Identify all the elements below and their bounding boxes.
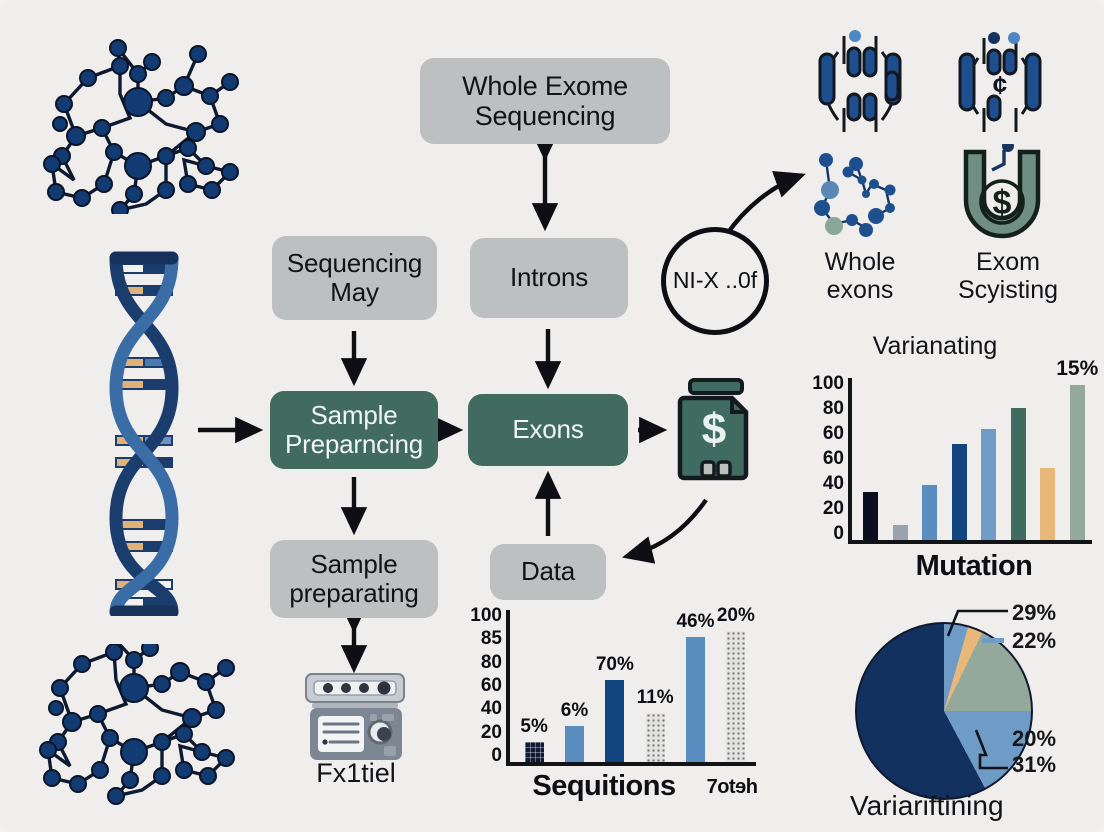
variariftining-pie-chart: [855, 622, 1033, 800]
sequitions-bar: [645, 713, 665, 762]
sequitions-chart-xlabel: Sequitions: [532, 770, 676, 802]
sequitions-bar: [605, 679, 625, 762]
sequitions-bar-value: 20%: [716, 605, 755, 627]
mutation-ytick: 60: [822, 448, 844, 469]
chromosome-icon: [818, 30, 902, 132]
lab-instrument-icon: [305, 673, 405, 760]
mutation-ytick: 60: [822, 423, 844, 444]
sequitions-ytick: 40: [480, 698, 502, 720]
mutation-bar: [922, 485, 938, 540]
sequitions-ytick: 60: [480, 675, 502, 696]
mutation-bar: [892, 524, 908, 540]
sequitions-ytick: 100: [470, 605, 502, 626]
mutation-bar: [981, 428, 997, 540]
mutation-ytick: 80: [822, 398, 844, 419]
flow-box-introns[interactable]: Introns: [470, 238, 628, 318]
chromosome-cent-icon: ¢: [958, 32, 1042, 132]
sequitions-ytick: 80: [480, 651, 502, 673]
label-varianating: Varianating: [872, 332, 998, 360]
svg-text:¢: ¢: [993, 70, 1007, 100]
flow-box-sequencing-may[interactable]: Sequencing May: [272, 236, 437, 320]
pie-label-2: 20%: [1012, 726, 1057, 751]
mutation-bar: [1010, 407, 1026, 540]
sequitions-bar-value: 46%: [676, 611, 715, 633]
pie-label-1: 22%: [1012, 628, 1057, 653]
specimen-jar-dollar-icon: $: [677, 378, 749, 481]
mutation-chart-xlabel: Mutation: [915, 550, 1033, 582]
dna-helix-icon: [109, 251, 179, 616]
mutation-ytick: 0: [833, 523, 844, 544]
pie-legend-swatch: [982, 638, 1004, 643]
sequitions-bar-value: 11%: [636, 687, 674, 709]
instrument-label: Fx1tiel: [316, 758, 396, 788]
gene-network-icon: [814, 153, 896, 237]
molecule-network-icon: [39, 644, 235, 805]
pie-label-0: 29%: [1012, 600, 1057, 625]
mutation-ytick: 40: [822, 473, 844, 494]
mutation-bar-chart: 100 80 60 60 40 20 0 15% Mutation: [800, 357, 1098, 590]
sequitions-bar: [565, 725, 584, 762]
label-whole-exons: Whole exons: [824, 248, 896, 304]
molecule-network-icon: [43, 39, 239, 214]
mutation-bar-value: 15%: [1056, 357, 1099, 381]
sequitions-bar-value: 6%: [560, 699, 589, 721]
pie-chart-title: Variariftining: [850, 790, 1004, 821]
sequitions-bar-value: 70%: [595, 653, 634, 675]
sequitions-bar: [726, 631, 746, 762]
sequitions-ytick: 20: [480, 721, 502, 743]
flow-box-data[interactable]: Data: [490, 544, 606, 600]
mutation-bar: [863, 492, 879, 540]
mutation-bar: [1069, 385, 1085, 540]
mutation-ytick: 20: [822, 498, 844, 519]
flow-box-sample-preparating[interactable]: Sample preparating: [270, 540, 438, 618]
sequitions-bar: [686, 637, 705, 762]
label-exom-scyisting: Exom Scyisting: [957, 248, 1059, 304]
sequitions-bar-value: 5%: [520, 716, 548, 738]
svg-text:$: $: [993, 184, 1012, 222]
sequitions-chart-xlabel-extra: 7otɘh: [706, 776, 758, 798]
pie-leader-lines: [946, 609, 1008, 770]
mutation-bar: [1040, 468, 1056, 540]
svg-text:$: $: [702, 405, 726, 454]
pie-label-3: 31%: [1012, 752, 1057, 777]
magnet-dollar-icon: $: [963, 144, 1041, 239]
sequitions-ytick: 85: [480, 628, 502, 650]
nix-circle-badge[interactable]: NI-X ..0f: [661, 227, 769, 335]
mutation-bar: [951, 444, 967, 540]
mutation-ytick: 100: [812, 373, 844, 394]
sequitions-bar: [524, 742, 544, 762]
sequitions-ytick: 0: [491, 745, 502, 766]
flow-box-exons[interactable]: Exons: [468, 394, 628, 466]
flow-box-whole-exome-sequencing[interactable]: Whole Exome Sequencing: [420, 58, 670, 144]
flow-box-sample-preparncing[interactable]: Sample Preparncing: [270, 391, 438, 469]
